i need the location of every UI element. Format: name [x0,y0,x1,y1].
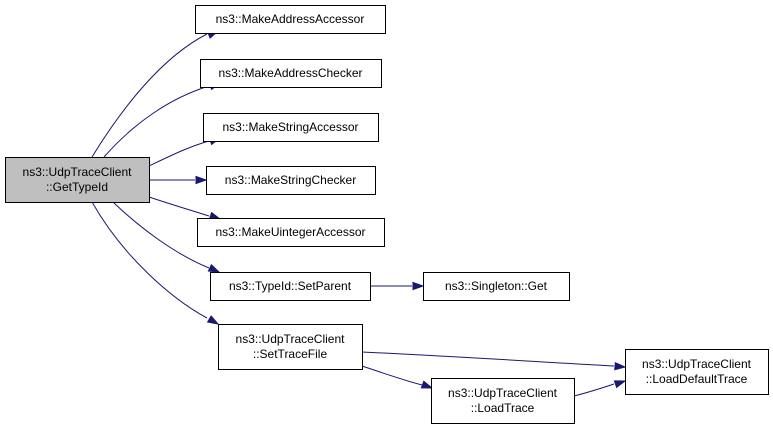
function-node[interactable]: ns3::MakeAddressChecker [200,59,382,88]
edge-root-to-n5 [148,196,222,220]
edge-line [573,383,615,397]
node-box [200,59,382,88]
nodes-layer: ns3::UdpTraceClient::GetTypeId ns3::MakeA… [5,5,769,424]
edge-root-to-n4 [149,175,208,185]
node-label: ns3::UdpTraceClient [448,386,558,400]
function-node[interactable]: ns3::TypeId::SetParent [210,272,371,301]
node-box [210,272,371,301]
edge-line [361,365,423,386]
node-label: ns3::TypeId::SetParent [229,279,352,293]
edge-n8-to-n9 [361,351,627,371]
arrowhead-icon [195,175,208,185]
node-box [203,113,379,142]
arrowhead-icon [420,380,434,389]
function-node[interactable]: ns3::MakeAddressAccessor [195,5,386,34]
function-node[interactable]: ns3::UdpTraceClient::SetTraceFile [218,324,363,370]
edge-root-to-n3 [148,137,222,167]
node-label: ::GetTypeId [46,180,108,194]
node-box [218,324,363,370]
edge-root-to-n1 [91,30,220,158]
node-box [195,5,386,34]
function-node[interactable]: ns3::MakeUintegerAccessor [197,218,385,247]
function-node[interactable]: ns3::Singleton::Get [423,272,570,301]
node-label: ns3::Singleton::Get [445,279,548,293]
edge-n6-to-n7 [370,281,425,291]
edge-line [148,196,210,217]
node-label: ns3::MakeUintegerAccessor [215,225,365,239]
edge-line [148,140,210,167]
edge-line [91,201,208,319]
function-node[interactable]: ns3::UdpTraceClient::LoadTrace [431,378,575,424]
function-node[interactable]: ns3::UdpTraceClient::LoadDefaultTrace [625,349,769,395]
node-box [431,378,575,424]
node-label: ns3::MakeAddressAccessor [216,12,365,26]
node-label: ns3::UdpTraceClient [642,357,752,371]
arrowhead-icon [412,281,425,291]
node-box [423,272,570,301]
node-label: ::SetTraceFile [253,347,328,361]
root-node[interactable]: ns3::UdpTraceClient::GetTypeId [5,157,150,203]
edge-root-to-n2 [103,82,222,158]
arrowhead-icon [614,361,627,371]
edge-line [361,351,615,367]
node-label: ns3::UdpTraceClient [236,332,346,346]
edge-line [112,201,210,269]
edge-root-to-n6 [112,201,221,273]
node-box [625,349,769,395]
edge-n10-to-n9 [573,380,627,397]
node-box [206,166,376,195]
node-label: ns3::MakeStringAccessor [222,120,358,134]
arrowhead-icon [207,263,221,273]
edge-n8-to-n10 [361,365,434,389]
node-box [5,157,150,203]
function-node[interactable]: ns3::MakeStringChecker [206,166,376,195]
node-label: ns3::MakeAddressChecker [218,66,362,80]
edge-line [103,85,210,158]
arrowhead-icon [613,380,627,389]
node-label: ns3::MakeStringChecker [225,173,356,187]
function-node[interactable]: ns3::MakeStringAccessor [203,113,379,142]
arrowhead-icon [206,315,220,325]
node-box [197,218,385,247]
node-label: ns3::UdpTraceClient [23,165,133,179]
node-label: ::LoadTrace [471,401,535,415]
node-label: ::LoadDefaultTrace [646,372,748,386]
edge-root-to-n8 [91,201,220,325]
edge-line [91,33,208,158]
